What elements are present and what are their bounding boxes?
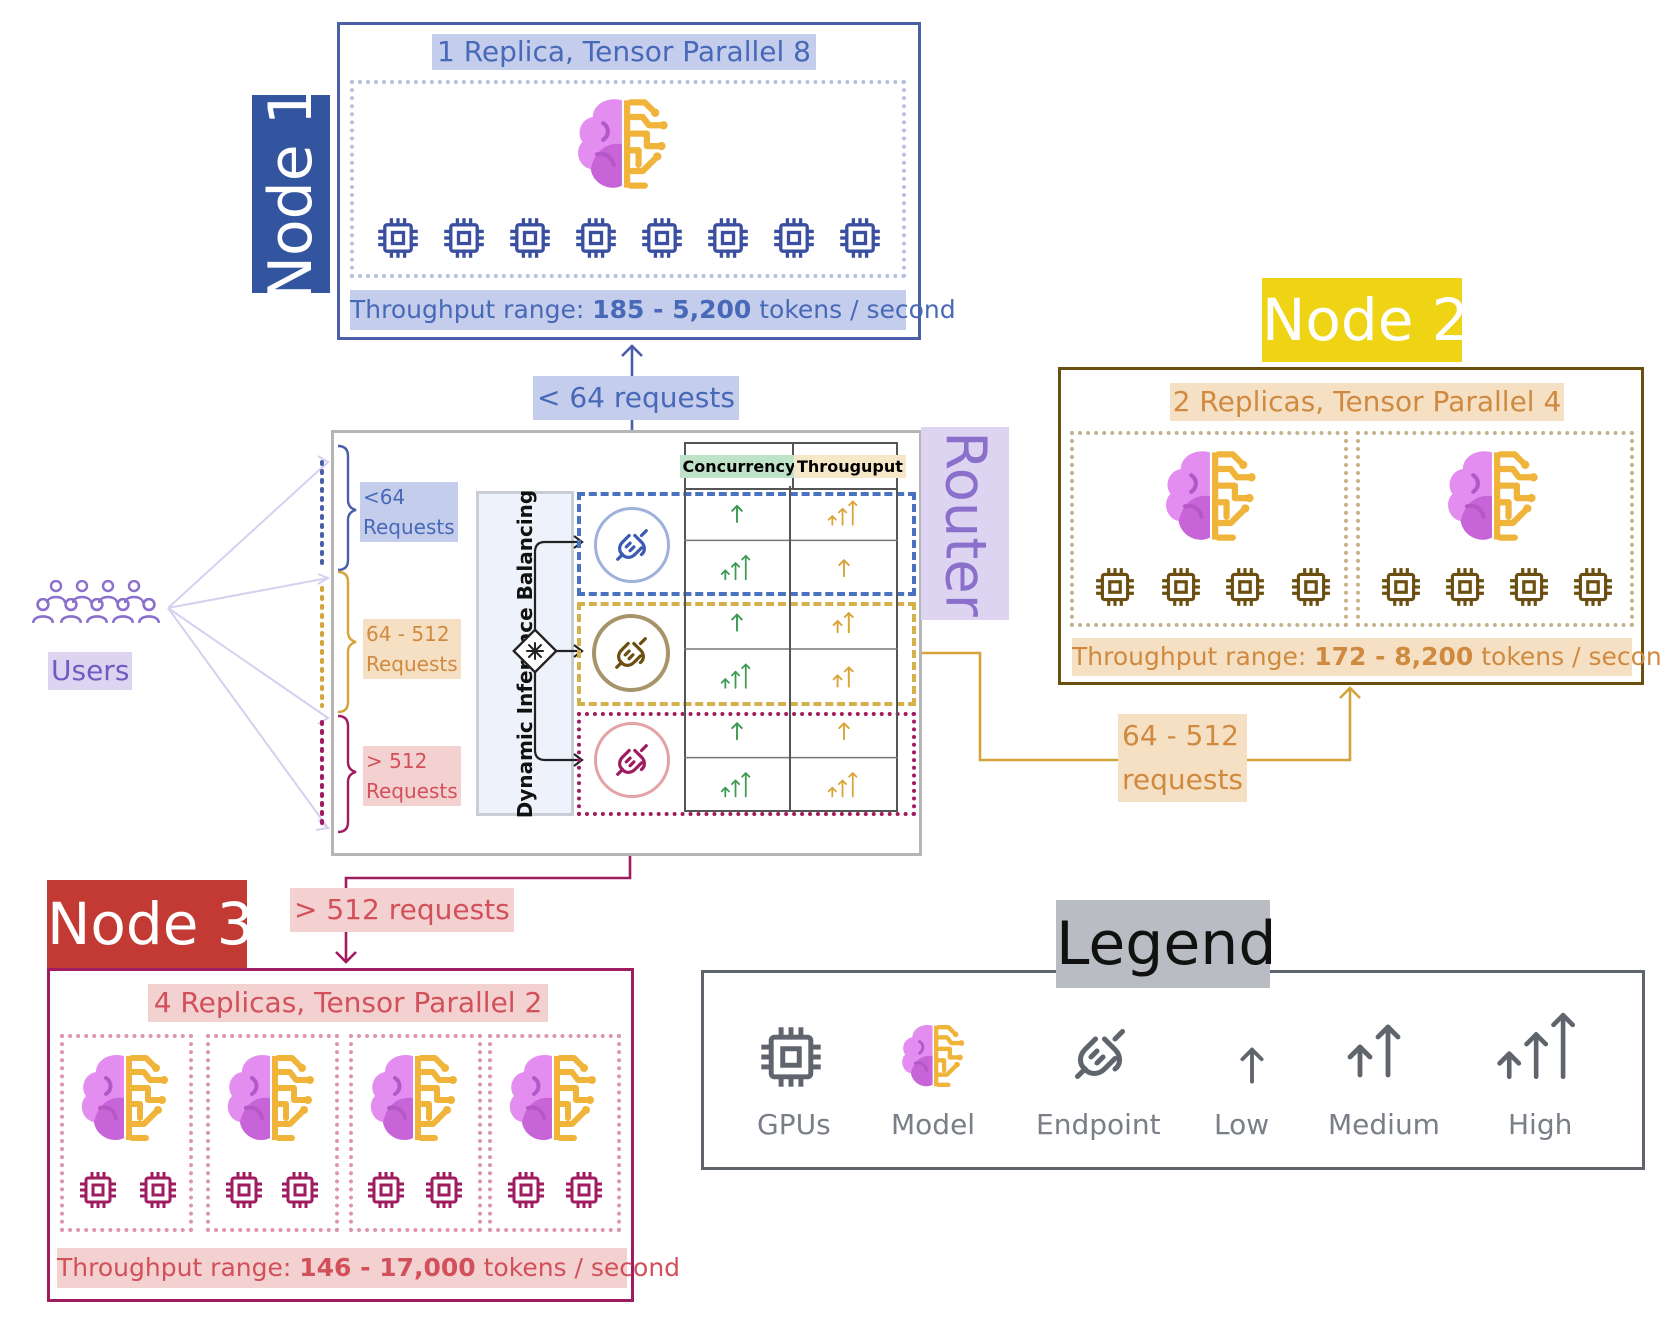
throughput-low-arrow-icon <box>839 723 849 739</box>
users-group-icon <box>24 580 164 640</box>
router-tag: Router <box>921 427 1009 620</box>
person-icon <box>138 598 160 624</box>
node3-tag: Node 3 <box>47 880 254 968</box>
endpoint-lane-gold <box>577 602 916 706</box>
legend-title: Legend <box>1056 900 1276 988</box>
throughput-medium-arrow-icon <box>834 613 853 632</box>
flow-label-node1: < 64 requests <box>533 376 739 420</box>
concurrency-low-arrow-icon <box>732 723 742 739</box>
throughput-high-arrow-icon <box>829 773 857 796</box>
node3-replica <box>206 1034 339 1232</box>
node2-replica <box>1356 431 1634 627</box>
person-icon <box>60 598 82 624</box>
legend-label-low: Low <box>1214 1108 1270 1141</box>
node3-replica <box>488 1034 621 1232</box>
node2-throughput: Throughput range: 172 - 8,200 tokens / s… <box>1072 638 1661 676</box>
legend-label-high: High <box>1508 1108 1573 1141</box>
endpoint-red <box>594 722 670 798</box>
node1-tag: Node 1 <box>252 87 330 301</box>
node2-tag: Node 2 <box>1262 278 1469 362</box>
throughput-medium-arrow-icon <box>834 667 853 686</box>
table-arrows <box>684 486 898 812</box>
concurrency-high-arrow-icon <box>722 773 750 796</box>
node3-replica <box>349 1034 482 1232</box>
flow-label-node3: > 512 requests <box>290 888 514 932</box>
legend-label-model: Model <box>891 1108 976 1141</box>
plug-icon <box>613 526 651 564</box>
node3-throughput: Throughput range: 146 - 17,000 tokens / … <box>57 1248 680 1288</box>
legend-label-medium: Medium <box>1328 1108 1440 1141</box>
throughput-low-arrow-icon <box>839 560 849 576</box>
table-header-concurrency: Concurrency <box>679 444 799 488</box>
plug-icon <box>612 634 650 672</box>
legend-label-endpoint: Endpoint <box>1036 1108 1161 1141</box>
node3-replica <box>60 1034 193 1232</box>
medium-arrow-icon <box>1336 1016 1416 1082</box>
high-arrow-icon <box>1490 998 1590 1094</box>
plug-icon <box>1070 1024 1130 1084</box>
node1-throughput: Throughput range: 185 - 5,200 tokens / s… <box>350 290 956 330</box>
gpu-icon <box>758 1024 824 1090</box>
plug-icon <box>613 741 651 779</box>
person-icon <box>32 598 54 624</box>
concurrency-low-arrow-icon <box>732 615 742 631</box>
endpoint-lane-red <box>577 712 916 816</box>
node3-title: 4 Replicas, Tensor Parallel 2 <box>148 984 548 1022</box>
endpoint-lane-blue <box>577 492 916 596</box>
legend-label-gpus: GPUs <box>757 1108 831 1141</box>
endpoint-gold <box>592 614 670 692</box>
node1-replica <box>350 80 906 278</box>
node1-title: 1 Replica, Tensor Parallel 8 <box>432 34 816 70</box>
concurrency-low-arrow-icon <box>732 506 742 522</box>
model-icon <box>898 1020 970 1092</box>
person-icon <box>112 598 134 624</box>
low-arrow-icon <box>1228 1040 1276 1088</box>
users-label: Users <box>48 652 133 690</box>
node2-replica <box>1070 431 1348 627</box>
concurrency-high-arrow-icon <box>722 556 750 579</box>
node2-title: 2 Replicas, Tensor Parallel 4 <box>1170 383 1564 421</box>
table-header-throughput: Througuput <box>794 444 906 488</box>
endpoint-blue <box>594 507 670 583</box>
throughput-high-arrow-icon <box>829 501 857 524</box>
person-icon <box>86 598 108 624</box>
concurrency-high-arrow-icon <box>722 664 750 687</box>
legend-box <box>701 970 1645 1170</box>
